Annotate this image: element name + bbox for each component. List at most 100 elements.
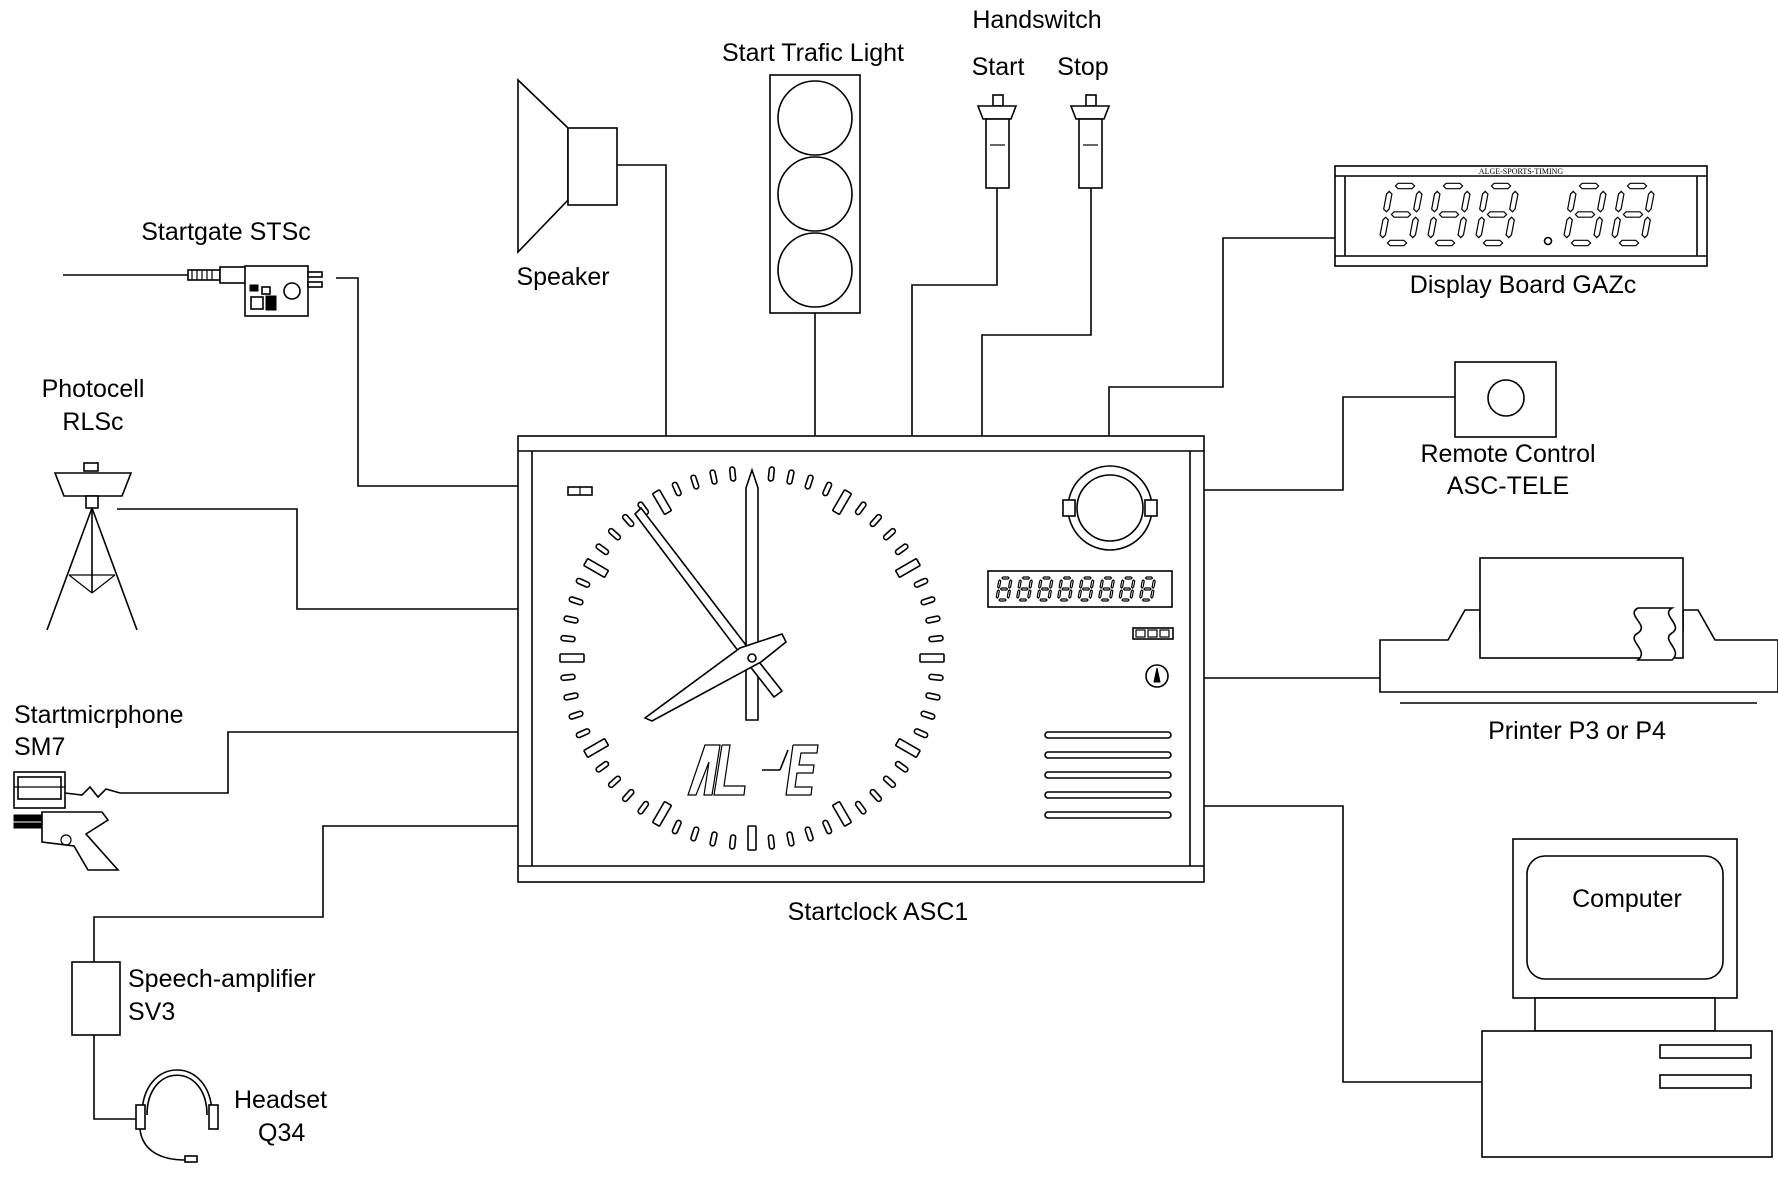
digit-segment bbox=[1383, 190, 1393, 213]
digit-segment bbox=[1427, 216, 1437, 239]
remote-label-2: ASC-TELE bbox=[1447, 472, 1569, 500]
digit-segment bbox=[1505, 216, 1515, 239]
clock-tick bbox=[804, 474, 814, 490]
clock-tick bbox=[747, 825, 757, 851]
digit-segment bbox=[1578, 182, 1600, 190]
clock-tick bbox=[832, 489, 852, 515]
digit-segment bbox=[1048, 579, 1054, 589]
clock-tick bbox=[920, 596, 936, 606]
digit-segment bbox=[1409, 216, 1419, 239]
digit-segment bbox=[1570, 239, 1592, 247]
digit-segment bbox=[1413, 190, 1423, 213]
digit-segment bbox=[1007, 579, 1013, 589]
digit-segment bbox=[1394, 182, 1416, 190]
digit-segment bbox=[1001, 576, 1010, 580]
digit-segment bbox=[999, 587, 1009, 591]
clock-tick bbox=[822, 481, 833, 497]
display-brand-text: ALGE-SPORTS-TIMING bbox=[1479, 167, 1564, 176]
digit-segment bbox=[1039, 598, 1048, 602]
line-speaker bbox=[617, 164, 667, 438]
digit-segment bbox=[1109, 589, 1114, 599]
clock-tick bbox=[560, 673, 576, 682]
display-board-icon: ALGE-SPORTS-TIMING bbox=[1334, 165, 1708, 267]
digit-segment bbox=[1006, 589, 1012, 599]
display-board-label: Display Board GAZc bbox=[1410, 271, 1636, 299]
line-startgate bbox=[336, 277, 518, 487]
digit-segment bbox=[1121, 598, 1130, 602]
startclock-leds bbox=[1132, 627, 1174, 640]
digit-segment bbox=[1102, 587, 1111, 591]
digit-segment bbox=[1622, 211, 1644, 218]
clock-tick bbox=[913, 577, 929, 588]
startgate-icon bbox=[63, 265, 323, 317]
digit-segment bbox=[1089, 579, 1095, 589]
clock-hands bbox=[633, 467, 788, 722]
digit-segment bbox=[1110, 579, 1115, 589]
digit-segment bbox=[1140, 579, 1145, 589]
traffic-light-icon bbox=[769, 74, 861, 314]
digit-segment bbox=[1141, 598, 1151, 602]
clock-tick bbox=[882, 527, 897, 541]
clock-tick bbox=[925, 615, 941, 624]
clock-tick bbox=[920, 710, 936, 720]
clock-tick bbox=[559, 653, 585, 663]
clock-tick bbox=[621, 513, 635, 528]
clock-tick bbox=[728, 834, 737, 850]
digit-segment bbox=[1615, 190, 1625, 213]
headset-label-2: Q34 bbox=[258, 1119, 305, 1147]
startclock-dial bbox=[1062, 465, 1158, 551]
clock-tick bbox=[767, 466, 776, 482]
digit-segment bbox=[1017, 579, 1022, 589]
clock-tick bbox=[895, 738, 921, 758]
clock-tick bbox=[607, 527, 622, 541]
digit-segment bbox=[1475, 216, 1485, 239]
digit-segment bbox=[1099, 579, 1104, 589]
startclock-digit-display bbox=[987, 570, 1173, 608]
clock-tick bbox=[894, 760, 909, 773]
digit-segment bbox=[1144, 576, 1154, 580]
headset-label-1: Headset bbox=[234, 1086, 327, 1114]
clock-tick bbox=[568, 710, 584, 720]
clock-tick bbox=[709, 469, 718, 485]
digit-segment bbox=[1058, 579, 1063, 589]
digit-segment bbox=[1124, 576, 1133, 580]
clock-tick bbox=[563, 615, 579, 624]
startclock-speaker-grill bbox=[1044, 731, 1172, 819]
clock-tick bbox=[822, 819, 833, 835]
connection-lines bbox=[93, 164, 1482, 1120]
clock-tick-marks bbox=[559, 466, 945, 851]
digit-segment bbox=[1597, 190, 1607, 213]
digit-segment bbox=[1077, 589, 1083, 599]
clock-tick bbox=[913, 728, 929, 739]
clock-tick bbox=[894, 543, 909, 556]
clock-tick bbox=[595, 543, 610, 556]
clock-tick bbox=[919, 653, 945, 663]
digit-segment bbox=[1100, 598, 1110, 602]
line-remote bbox=[1204, 396, 1455, 491]
digit-segment bbox=[1037, 579, 1043, 589]
digit-segment bbox=[1139, 589, 1144, 599]
photocell-icon bbox=[46, 462, 138, 631]
digit-segment bbox=[1098, 589, 1103, 599]
headset-icon bbox=[135, 1069, 219, 1163]
handswitch-start-icon bbox=[976, 94, 1018, 189]
digit-segment bbox=[1020, 587, 1029, 591]
digit-segment bbox=[1442, 182, 1464, 190]
digit-segment bbox=[1016, 589, 1021, 599]
remote-control-icon bbox=[1454, 361, 1557, 438]
digit-segment bbox=[1057, 589, 1062, 599]
digit-segment bbox=[1042, 576, 1051, 580]
line-headset bbox=[93, 1035, 136, 1120]
clock-tick bbox=[652, 489, 672, 515]
clock-tick bbox=[690, 826, 700, 842]
clock-tick bbox=[854, 501, 867, 516]
clock-tick bbox=[595, 760, 610, 773]
digit-segment bbox=[1069, 579, 1074, 589]
digit-segment bbox=[995, 589, 1001, 599]
start-pistol-icon bbox=[13, 811, 120, 871]
digit-segment bbox=[1431, 190, 1441, 213]
clock-tick bbox=[767, 834, 776, 850]
photocell-label-1: Photocell bbox=[42, 375, 145, 403]
digit-segment bbox=[1059, 598, 1069, 602]
